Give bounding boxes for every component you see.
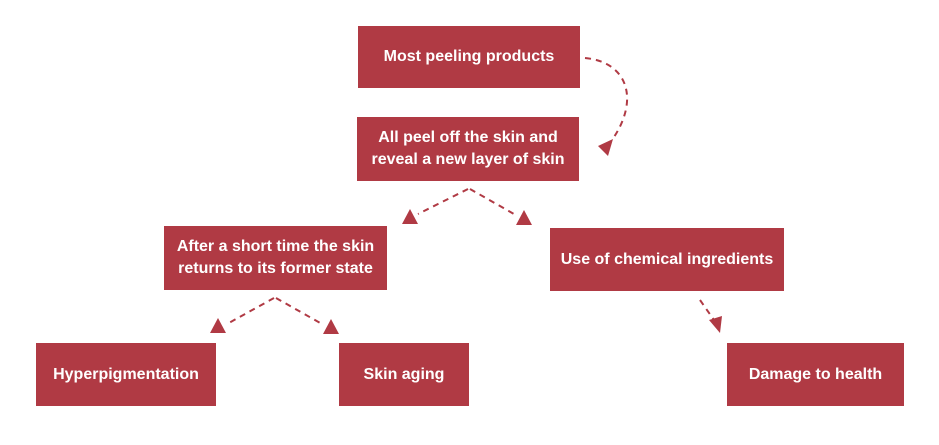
node-skin-aging-label: Skin aging	[363, 365, 445, 383]
node-peel-off-skin-label: All peel off the skin and reveal a new l…	[372, 127, 565, 171]
connector-peel-to-after	[417, 188, 469, 215]
node-peel-off-skin: All peel off the skin and reveal a new l…	[357, 117, 579, 181]
node-peel-off-line-1: All peel off the skin and	[378, 129, 558, 146]
connector-after-to-aging	[275, 297, 323, 325]
node-chemical-ingredients: Use of chemical ingredients	[550, 228, 784, 291]
node-most-peeling-products-label: Most peeling products	[383, 48, 555, 65]
arrowhead-hyper	[210, 318, 226, 333]
node-after-short-time-line-1: After a short time the skin	[176, 238, 375, 255]
connector-after-to-hyper	[226, 297, 275, 325]
node-most-peeling-products: Most peeling products	[358, 26, 580, 88]
connector-peel-to-chem	[469, 188, 515, 215]
node-skin-aging: Skin aging	[339, 343, 469, 406]
arrowhead-after	[402, 209, 418, 224]
arrowhead-damage	[709, 316, 722, 333]
arrowhead-chem	[516, 210, 532, 225]
node-after-short-time-label: After a short time the skin returns to i…	[177, 236, 374, 280]
node-after-short-time: After a short time the skin returns to i…	[164, 226, 387, 290]
node-after-short-time-line-2: returns to its former state	[178, 260, 373, 277]
node-damage-to-health-label: Damage to health	[748, 365, 883, 383]
connector-most-to-peel	[584, 57, 628, 141]
arrowhead-peel	[598, 139, 613, 156]
node-hyperpigmentation-label: Hyperpigmentation	[53, 365, 199, 383]
node-damage-to-health: Damage to health	[727, 343, 904, 406]
node-peel-off-line-2: reveal a new layer of skin	[371, 151, 565, 168]
node-chemical-ingredients-label: Use of chemical ingredients	[560, 250, 774, 268]
node-hyperpigmentation: Hyperpigmentation	[36, 343, 216, 406]
arrowhead-aging	[323, 319, 339, 334]
connector-chem-to-damage	[699, 299, 715, 321]
